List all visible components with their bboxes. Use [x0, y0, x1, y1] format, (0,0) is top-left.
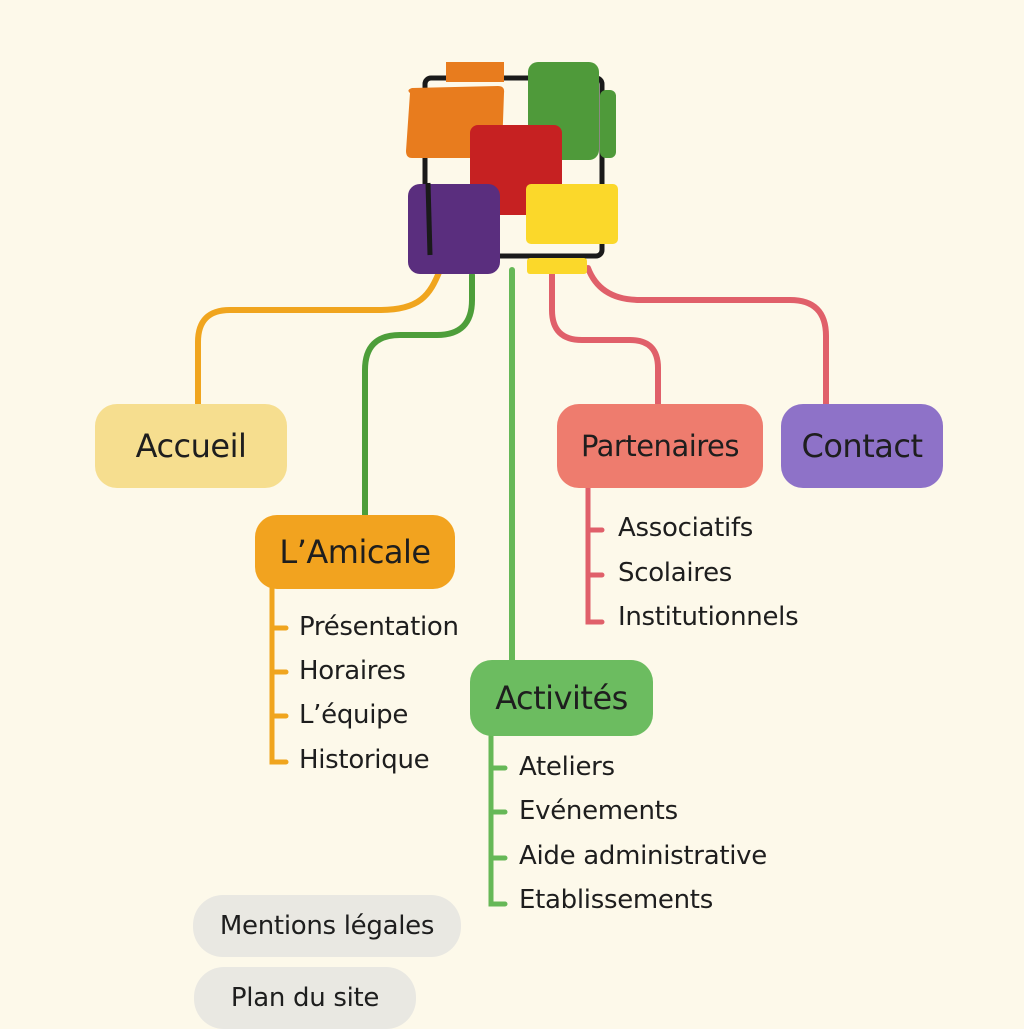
node-activites[interactable]: Activités — [470, 660, 653, 736]
node-partenaires-label: Partenaires — [580, 429, 740, 463]
partenaires-item-institutionnels[interactable]: Institutionnels — [618, 602, 799, 632]
activites-item-etablissements[interactable]: Etablissements — [519, 885, 713, 915]
activites-branch — [488, 732, 508, 907]
connector-contact — [585, 265, 829, 408]
activites-item-ateliers[interactable]: Ateliers — [519, 752, 615, 782]
activites-item-aide-administrative[interactable]: Aide administrative — [519, 841, 767, 871]
mentions-legales-link[interactable]: Mentions légales — [193, 895, 461, 957]
node-partenaires[interactable]: Partenaires — [557, 404, 763, 488]
amicale-item-historique[interactable]: Historique — [299, 745, 430, 775]
connector-partenaires — [549, 269, 661, 408]
amicale-item-horaires[interactable]: Horaires — [299, 656, 406, 686]
mentions-legales-label: Mentions légales — [219, 911, 435, 941]
partenaires-item-associatifs[interactable]: Associatifs — [618, 513, 754, 543]
node-activites-label: Activités — [495, 679, 628, 717]
amicale-item-equipe[interactable]: L’équipe — [299, 700, 409, 730]
node-accueil[interactable]: Accueil — [95, 404, 287, 488]
activites-item-evenements[interactable]: Evénements — [519, 796, 678, 826]
partenaires-item-scolaires[interactable]: Scolaires — [618, 558, 733, 588]
colored-squares-logo-icon — [406, 62, 618, 274]
partenaires-branch — [585, 485, 605, 625]
node-amicale-label: L’Amicale — [279, 533, 431, 571]
node-contact-label: Contact — [801, 427, 924, 465]
node-amicale[interactable]: L’Amicale — [255, 515, 455, 589]
amicale-branch — [269, 582, 289, 765]
connector-accueil — [195, 267, 443, 408]
plan-du-site-link[interactable]: Plan du site — [194, 967, 416, 1029]
amicale-item-presentation[interactable]: Présentation — [299, 612, 459, 642]
node-contact[interactable]: Contact — [781, 404, 943, 488]
node-accueil-label: Accueil — [135, 427, 247, 465]
connector-amicale — [362, 272, 475, 521]
plan-du-site-label: Plan du site — [230, 983, 380, 1013]
